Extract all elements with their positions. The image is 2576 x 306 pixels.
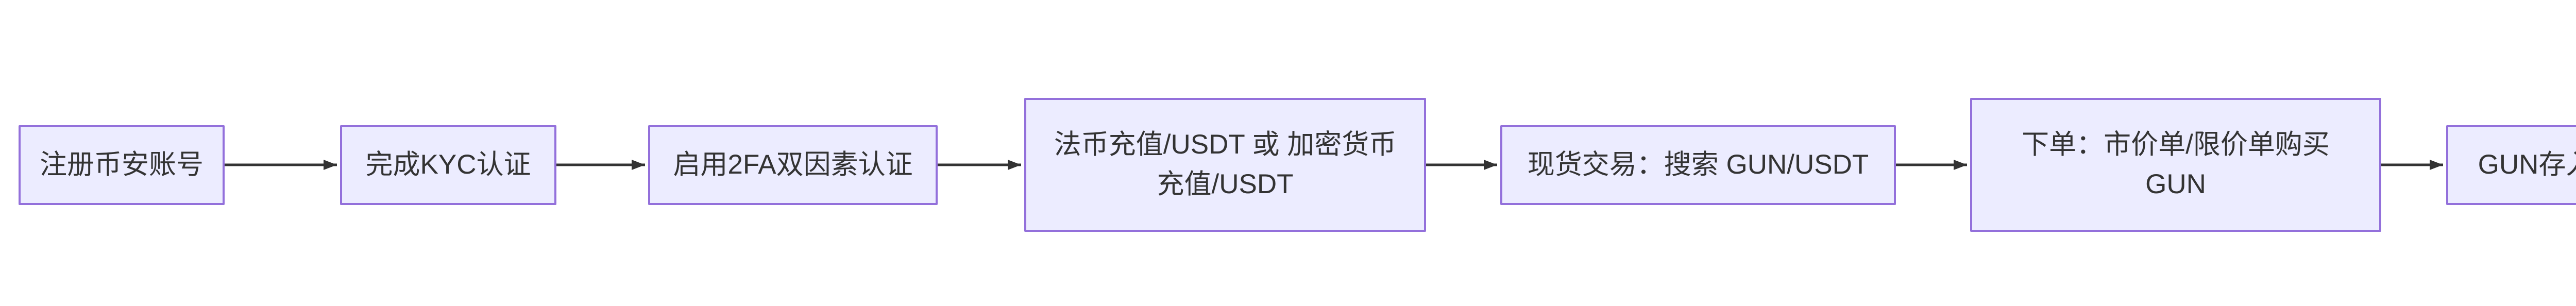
node-spot-trading-label: 现货交易：搜索 GUN/USDT bbox=[1527, 149, 1869, 180]
node-deposit-funds: 法币充值/USDT 或 加密货币充值/USDT bbox=[1024, 98, 1426, 232]
node-register-account: 注册币安账号 bbox=[19, 125, 225, 205]
node-kyc-verification-label: 完成KYC认证 bbox=[365, 149, 531, 180]
node-enable-2fa: 启用2FA双因素认证 bbox=[648, 125, 938, 205]
node-spot-wallet: GUN存入币安现货钱包 bbox=[2446, 125, 2576, 205]
node-place-order-label: 下单：市价单/限价单购买 GUN bbox=[2022, 129, 2330, 199]
node-spot-trading: 现货交易：搜索 GUN/USDT bbox=[1500, 125, 1896, 205]
node-place-order: 下单：市价单/限价单购买 GUN bbox=[1970, 98, 2381, 232]
node-enable-2fa-label: 启用2FA双因素认证 bbox=[673, 149, 913, 180]
node-kyc-verification: 完成KYC认证 bbox=[340, 125, 556, 205]
node-deposit-funds-label: 法币充值/USDT 或 加密货币充值/USDT bbox=[1054, 129, 1397, 199]
node-register-account-label: 注册币安账号 bbox=[40, 149, 204, 180]
node-spot-wallet-label: GUN存入币安现货钱包 bbox=[2478, 149, 2576, 180]
